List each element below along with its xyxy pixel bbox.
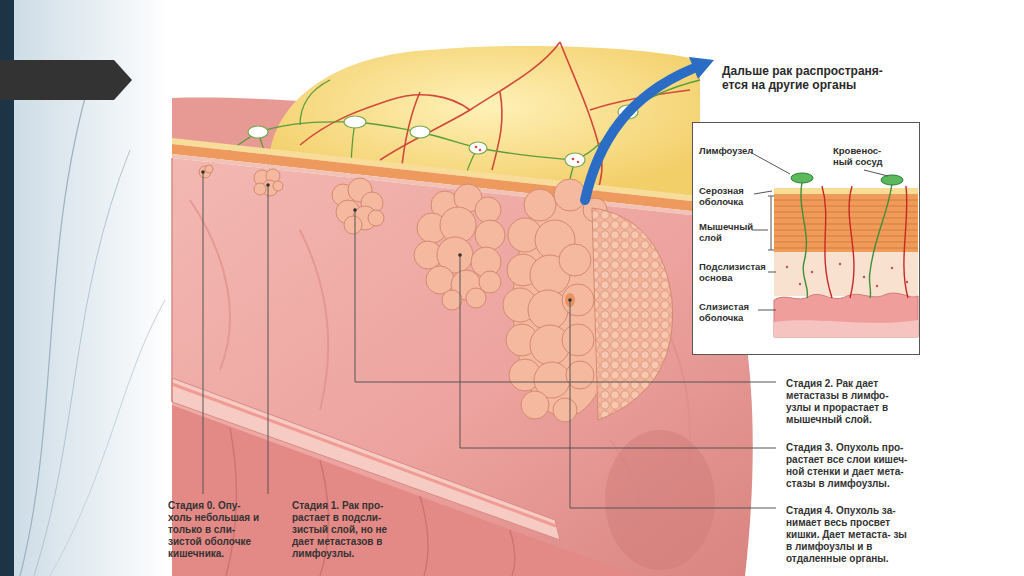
layer-label: Кровенос- ный сосуд — [833, 145, 893, 167]
heading: Дальше рак распространя- ется на другие … — [722, 64, 902, 92]
stage-caption: Стадия 1. Рак про- растает в подсли- зис… — [292, 500, 398, 560]
stage-caption: Стадия 0. Опу- холь небольшая и только в… — [168, 500, 264, 560]
layer-label: Лимфоузел — [699, 145, 761, 156]
stage-caption: Стадия 4. Опухоль за- нимает весь просве… — [786, 505, 914, 565]
layer-label: Мышечный слой — [699, 221, 755, 243]
layer-label: Слизистая оболочка — [699, 301, 761, 323]
stage-caption: Стадия 2. Рак дает метастазы в лимфо- уз… — [786, 378, 906, 426]
stage-caption: Стадия 3. Опухоль про- растает все слои … — [786, 442, 920, 490]
layer-label: Серозная оболочка — [699, 185, 757, 207]
inset-box: Лимфоузел Кровенос- ный сосудСерозная обо… — [692, 122, 920, 355]
layer-label: Подслизистая основа — [699, 261, 771, 283]
